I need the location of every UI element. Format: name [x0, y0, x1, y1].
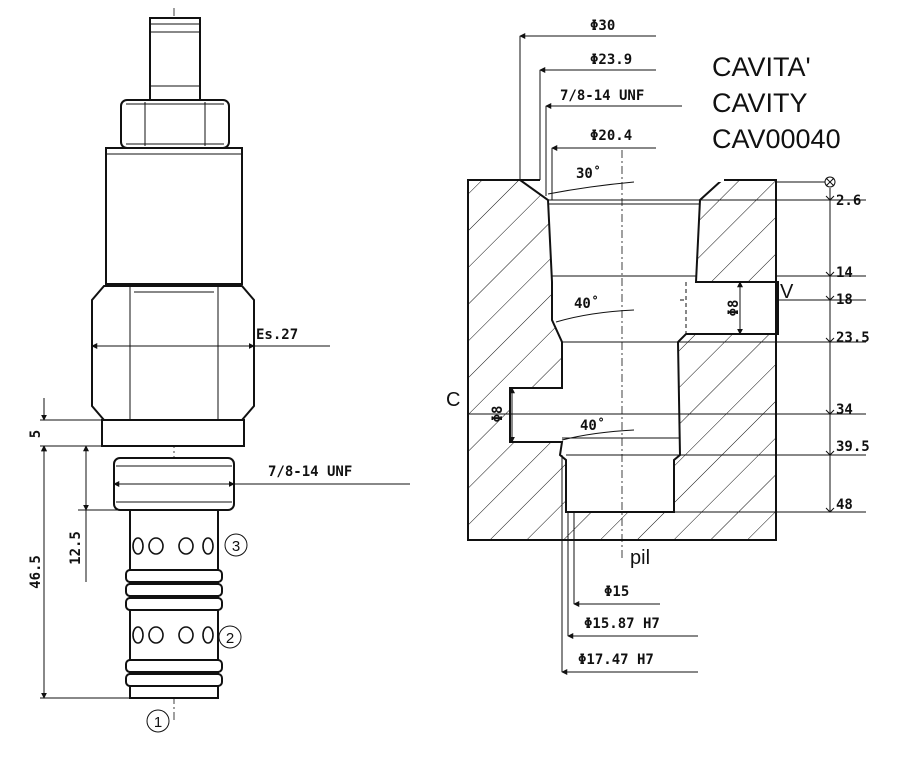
hex-body	[91, 285, 255, 421]
cavity-title-en: CAVITY	[712, 88, 808, 118]
svg-text:3: 3	[232, 538, 240, 555]
cavity-section: Φ30 Φ23.9 7/8-14 UNF Φ20.4 CAVITA' CAVIT…	[446, 18, 870, 675]
cartridge-valve: 3 2 1 Es.27 7/8-14 UNF 5 12.5	[28, 8, 410, 733]
o-ring-middle	[125, 583, 223, 597]
dia-15-label: Φ15	[604, 584, 629, 600]
thread-label: 7/8-14 UNF	[268, 464, 352, 480]
depth-14: 14	[836, 265, 853, 281]
port-2-holes	[132, 626, 214, 644]
flange	[101, 419, 245, 447]
depth-ticks	[825, 195, 835, 513]
cavity-title-it: CAVITA'	[712, 52, 811, 82]
thread-cavity-label: 7/8-14 UNF	[560, 88, 644, 104]
dim-12-5-label: 12.5	[68, 531, 84, 565]
o-ring-bottom-1	[125, 659, 223, 673]
dim-46-5-label: 46.5	[28, 555, 44, 589]
cavity-code: CAV00040	[712, 124, 841, 154]
port-v-dia-label: Φ8	[726, 300, 742, 317]
port-label-2: 2	[218, 625, 242, 649]
nose	[129, 685, 219, 699]
depth-39-5: 39.5	[836, 439, 870, 455]
dia-17-47-label: Φ17.47 H7	[578, 652, 654, 668]
svg-text:2: 2	[226, 630, 234, 647]
hex-size-label: Es.27	[256, 327, 298, 343]
depth-34: 34	[836, 402, 853, 418]
pilot-label: pil	[630, 547, 650, 569]
port-label-3: 3	[224, 533, 248, 557]
dim-5-label: 5	[28, 430, 44, 438]
dia-23-9-label: Φ23.9	[590, 52, 632, 68]
angle-30-label: 30˚	[576, 165, 601, 182]
depth-23-5: 23.5	[836, 330, 870, 346]
port-c-label: C	[446, 389, 460, 411]
upper-body	[105, 147, 243, 285]
adjusting-stem	[149, 17, 201, 101]
o-ring-upper	[125, 569, 223, 583]
cavity-block-hatch	[468, 180, 778, 540]
port-v-label: V	[780, 281, 794, 303]
port-3-holes	[132, 537, 214, 555]
dia-30-label: Φ30	[590, 18, 615, 34]
angle-40-top-label: 40˚	[574, 295, 599, 312]
svg-text:1: 1	[154, 714, 162, 731]
o-ring-bottom-2	[125, 673, 223, 687]
dia-15-87-label: Φ15.87 H7	[584, 616, 660, 632]
depth-2-6: 2.6	[836, 193, 861, 209]
depth-48: 48	[836, 497, 853, 513]
port-c-dia-label: Φ8	[490, 406, 506, 423]
dia-20-4-label: Φ20.4	[590, 128, 632, 144]
depth-18: 18	[836, 292, 853, 308]
lock-nut	[120, 99, 230, 149]
o-ring-lower	[125, 597, 223, 611]
angle-40-bottom-label: 40˚	[580, 417, 605, 434]
port-label-1: 1	[146, 709, 170, 733]
